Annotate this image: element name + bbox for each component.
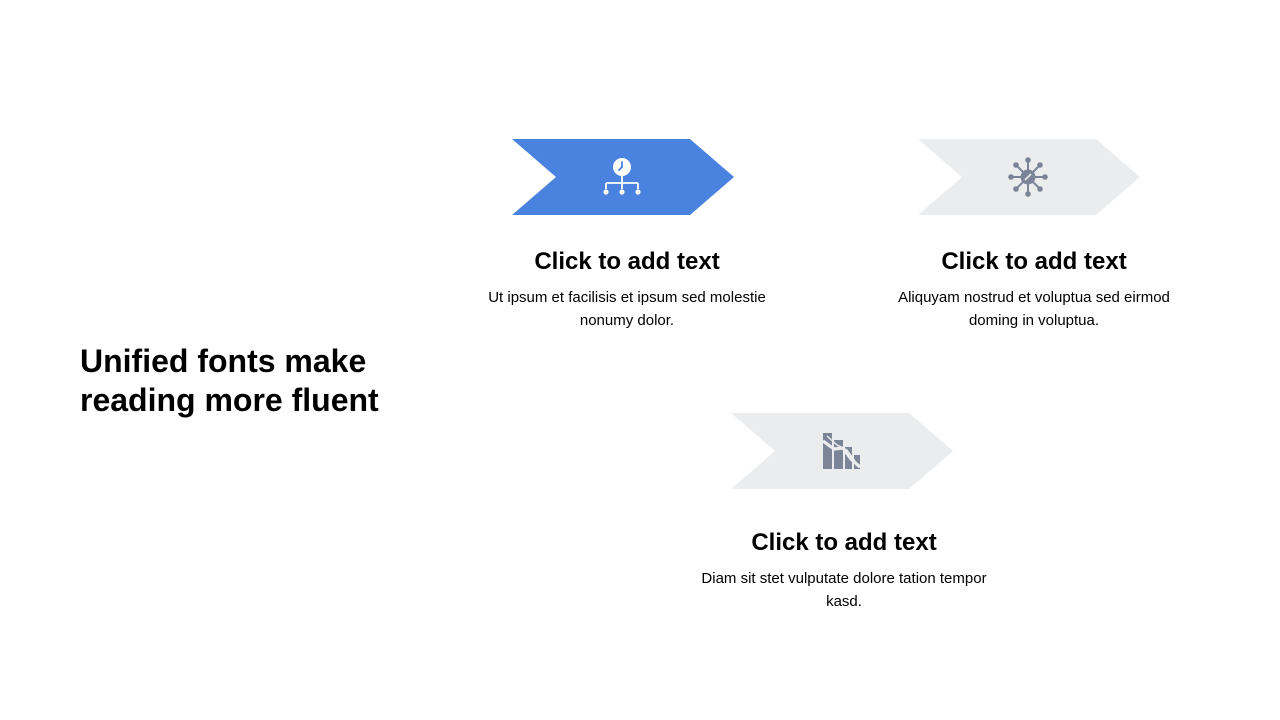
chevron-shape-3[interactable] <box>731 413 953 489</box>
item-title-2[interactable]: Click to add text <box>941 248 1127 275</box>
chevron-background <box>512 139 734 215</box>
item-title-1[interactable]: Click to add text <box>534 248 720 275</box>
item-description-1[interactable]: Ut ipsum et facilisis et ipsum sed moles… <box>488 289 766 329</box>
item-description-2[interactable]: Aliquyam nostrud et voluptua sed eirmod … <box>898 289 1170 329</box>
declining-bar-chart-icon <box>822 433 861 469</box>
network-node-icon <box>1008 157 1048 197</box>
item-title-3[interactable]: Click to add text <box>751 529 937 556</box>
slide-headline[interactable]: Unified fonts make reading more fluent <box>80 343 379 418</box>
org-chart-clock-icon <box>603 158 641 195</box>
item-description-3[interactable]: Diam sit stet vulputate dolore tation te… <box>701 570 987 610</box>
chevron-shape-2[interactable] <box>918 139 1140 215</box>
chevron-shape-1[interactable] <box>512 139 734 215</box>
